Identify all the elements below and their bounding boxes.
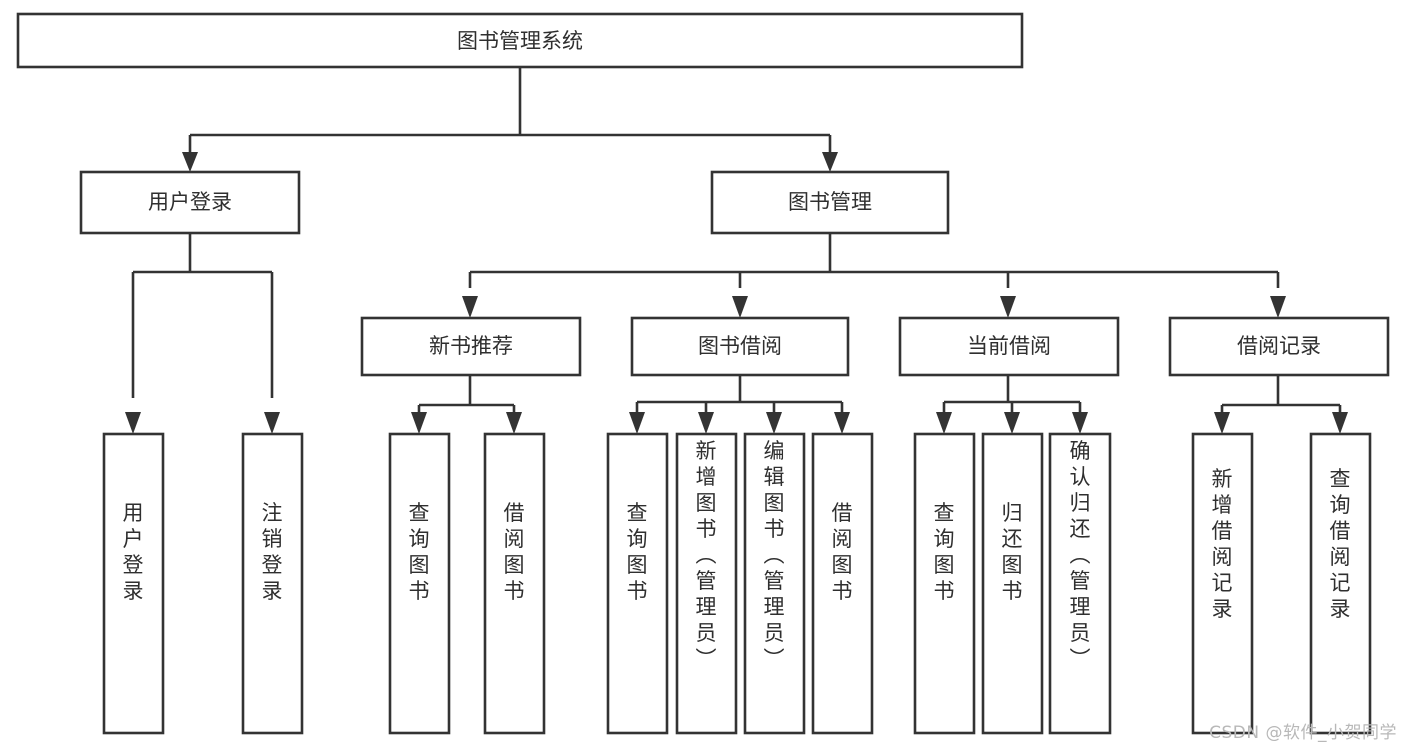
arrowhead-leaf-user-logout xyxy=(264,412,280,434)
node-root-label: 图书管理系统 xyxy=(457,29,583,53)
arrowhead-book-borrow xyxy=(732,296,748,318)
node-book-manage-label: 图书管理 xyxy=(788,190,872,214)
arrowhead-leaf-return-book xyxy=(1004,412,1020,434)
node-user-login[interactable]: 用户登录 xyxy=(79,170,301,235)
node-leaf-query-book-2-box[interactable] xyxy=(606,432,669,735)
node-leaf-query-record-box[interactable] xyxy=(1309,432,1372,735)
node-book-borrow-label: 图书借阅 xyxy=(698,334,782,358)
node-leaf-confirm-return[interactable]: 确认归还︵管理员︶ xyxy=(1048,432,1112,735)
node-current-borrow[interactable]: 当前借阅 xyxy=(898,316,1120,377)
node-leaf-add-book[interactable]: 新增图书︵管理员︶ xyxy=(675,432,738,735)
node-leaf-query-book-3-label: 查询图书 xyxy=(934,501,955,603)
node-leaf-user-login-label: 用户登录 xyxy=(123,501,144,603)
node-book-borrow-box[interactable] xyxy=(630,316,850,377)
node-leaf-add-book-label: 新增图书︵管理员︶ xyxy=(696,439,717,671)
arrowhead-book-manage xyxy=(822,152,838,172)
node-leaf-user-login[interactable]: 用户登录 xyxy=(102,432,165,735)
node-user-login-box[interactable] xyxy=(79,170,301,235)
node-leaf-add-book-box[interactable] xyxy=(675,432,738,735)
node-new-book-rec-label: 新书推荐 xyxy=(429,334,513,358)
node-new-book-rec-box[interactable] xyxy=(360,316,582,377)
node-leaf-edit-book-box[interactable] xyxy=(743,432,806,735)
arrowhead-leaf-query-record xyxy=(1332,412,1348,434)
node-leaf-edit-book[interactable]: 编辑图书︵管理员︶ xyxy=(743,432,806,735)
node-leaf-query-book-1-box[interactable] xyxy=(388,432,451,735)
node-leaf-query-book-1-label: 查询图书 xyxy=(409,501,430,603)
node-leaf-user-logout-label: 注销登录 xyxy=(262,501,283,603)
node-borrow-record-box[interactable] xyxy=(1168,316,1390,377)
arrowhead-leaf-query-book-2 xyxy=(629,412,645,434)
node-leaf-query-book-2[interactable]: 查询图书 xyxy=(606,432,669,735)
node-leaf-query-record-label: 查询借阅记录 xyxy=(1330,467,1351,621)
node-leaf-add-record-box[interactable] xyxy=(1191,432,1254,735)
node-book-manage-box[interactable] xyxy=(710,170,950,235)
node-leaf-return-book[interactable]: 归还图书 xyxy=(981,432,1044,735)
node-leaf-confirm-return-label: 确认归还︵管理员︶ xyxy=(1070,439,1091,671)
node-leaf-query-book-3-box[interactable] xyxy=(913,432,976,735)
node-leaf-query-book-1[interactable]: 查询图书 xyxy=(388,432,451,735)
node-leaf-query-book-3[interactable]: 查询图书 xyxy=(913,432,976,735)
node-leaf-add-record-label: 新增借阅记录 xyxy=(1212,467,1233,621)
node-book-manage[interactable]: 图书管理 xyxy=(710,170,950,235)
node-leaf-query-book-2-label: 查询图书 xyxy=(627,501,648,603)
node-leaf-borrow-book-2[interactable]: 借阅图书 xyxy=(811,432,874,735)
arrowhead-new-book-rec xyxy=(462,296,478,318)
arrowhead-leaf-query-book-3 xyxy=(936,412,952,434)
arrowhead-leaf-borrow-book-2 xyxy=(834,412,850,434)
arrowhead-leaf-confirm-return xyxy=(1072,412,1088,434)
node-root-box[interactable] xyxy=(16,12,1024,69)
node-current-borrow-label: 当前借阅 xyxy=(967,334,1051,358)
node-leaf-user-logout-box[interactable] xyxy=(241,432,304,735)
node-root[interactable]: 图书管理系统 xyxy=(16,12,1024,69)
node-leaf-borrow-book-2-box[interactable] xyxy=(811,432,874,735)
node-book-borrow[interactable]: 图书借阅 xyxy=(630,316,850,377)
arrowhead-current-borrow xyxy=(1000,296,1016,318)
node-borrow-record-label: 借阅记录 xyxy=(1237,334,1321,358)
connector-layer xyxy=(125,67,1348,434)
arrowhead-leaf-edit-book xyxy=(766,412,782,434)
node-leaf-borrow-book-1-label: 借阅图书 xyxy=(504,501,525,603)
node-borrow-record[interactable]: 借阅记录 xyxy=(1168,316,1390,377)
arrowhead-leaf-add-record xyxy=(1214,412,1230,434)
node-leaf-add-record[interactable]: 新增借阅记录 xyxy=(1191,432,1254,735)
node-user-login-label: 用户登录 xyxy=(148,190,232,214)
arrowhead-borrow-record xyxy=(1270,296,1286,318)
node-leaf-borrow-book-1-box[interactable] xyxy=(483,432,546,735)
node-new-book-rec[interactable]: 新书推荐 xyxy=(360,316,582,377)
node-leaf-query-record[interactable]: 查询借阅记录 xyxy=(1309,432,1372,735)
node-leaf-confirm-return-box[interactable] xyxy=(1048,432,1112,735)
node-leaf-user-logout[interactable]: 注销登录 xyxy=(241,432,304,735)
node-leaf-return-book-label: 归还图书 xyxy=(1002,501,1023,603)
node-leaf-edit-book-label: 编辑图书︵管理员︶ xyxy=(764,439,785,671)
arrowhead-leaf-query-book-1 xyxy=(411,412,427,434)
arrowhead-leaf-borrow-book-1 xyxy=(506,412,522,434)
arrowhead-leaf-user-login xyxy=(125,412,141,434)
node-current-borrow-box[interactable] xyxy=(898,316,1120,377)
node-leaf-borrow-book-1[interactable]: 借阅图书 xyxy=(483,432,546,735)
node-leaf-borrow-book-2-label: 借阅图书 xyxy=(832,501,853,603)
arrowhead-leaf-add-book xyxy=(698,412,714,434)
node-leaf-return-book-box[interactable] xyxy=(981,432,1044,735)
node-leaf-user-login-box[interactable] xyxy=(102,432,165,735)
arrowhead-user-login xyxy=(182,152,198,172)
